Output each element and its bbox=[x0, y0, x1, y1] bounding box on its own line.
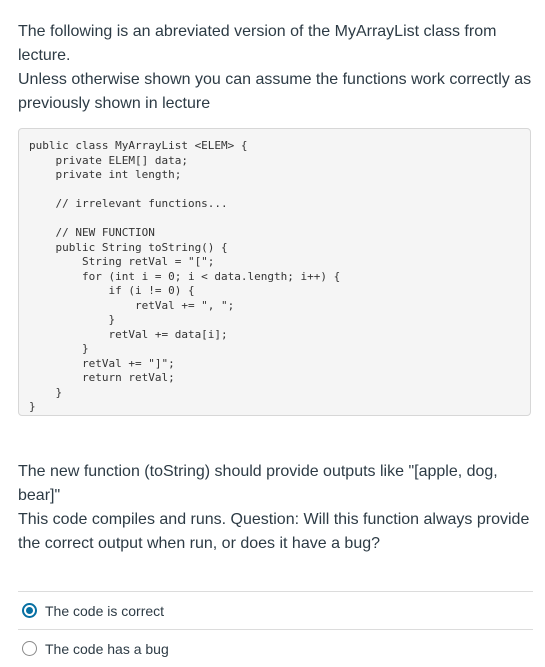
intro-line-2: Unless otherwise shown you can assume th… bbox=[18, 71, 532, 112]
prompt-line-2: This code compiles and runs. Question: W… bbox=[18, 511, 530, 552]
question-text: The following is an abreviated version o… bbox=[18, 20, 533, 416]
answer-label: The code has a bug bbox=[45, 640, 169, 657]
answer-options: The code is correct The code has a bug bbox=[18, 591, 533, 667]
prompt-line-1: The new function (toString) should provi… bbox=[18, 463, 498, 504]
code-text: public class MyArrayList <ELEM> { privat… bbox=[29, 139, 341, 413]
radio-button[interactable] bbox=[22, 641, 37, 656]
code-block: public class MyArrayList <ELEM> { privat… bbox=[18, 128, 531, 416]
question-prompt: The new function (toString) should provi… bbox=[18, 460, 533, 556]
answer-option-correct[interactable]: The code is correct bbox=[18, 591, 533, 629]
answer-label: The code is correct bbox=[45, 602, 165, 619]
answer-option-bug[interactable]: The code has a bug bbox=[18, 629, 533, 667]
radio-button-selected[interactable] bbox=[22, 603, 37, 618]
intro-line-1: The following is an abreviated version o… bbox=[18, 23, 497, 64]
